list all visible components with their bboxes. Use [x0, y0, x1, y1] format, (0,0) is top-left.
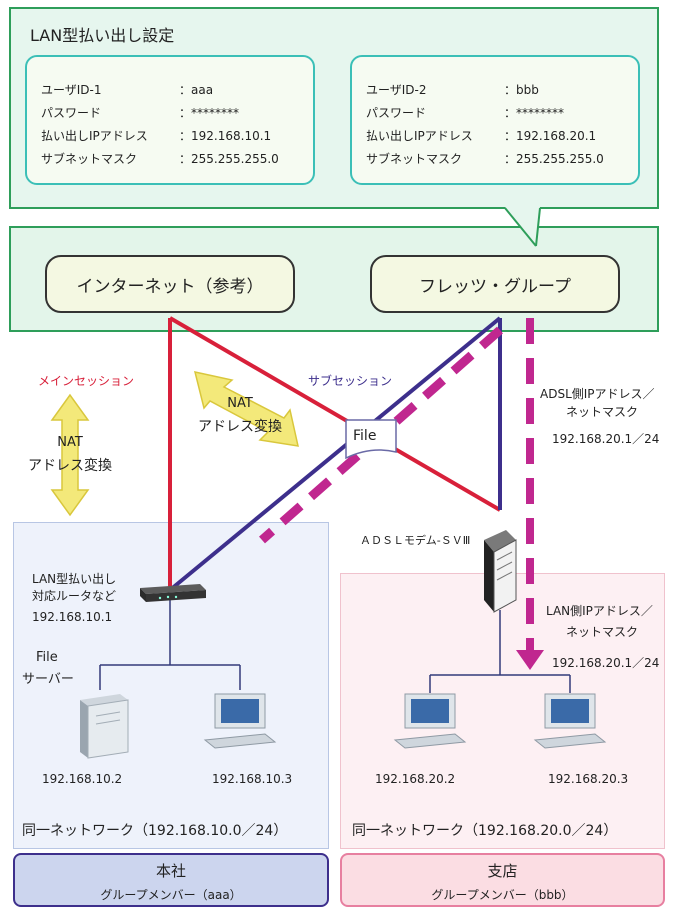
lan-side-ip: 192.168.20.1／24 [552, 656, 660, 670]
pc1-ip: 192.168.10.2 [42, 772, 123, 786]
main-session-label: メインセッション [38, 374, 135, 388]
user1-pw-label: パスワード [41, 106, 102, 120]
user1-id-label: ユーザID-1 [41, 83, 102, 97]
shiten-network-label: 同一ネットワーク（192.168.20.0／24） [352, 823, 618, 839]
honsha-subtitle: グループメンバー（aaa） [100, 888, 242, 902]
file-server-icon [80, 694, 129, 759]
adsl-modem-label: ＡＤＳＬモデム-ＳＶⅢ [360, 534, 471, 547]
internet-node: インターネット（参考） [45, 255, 295, 313]
user1-id-value: ：aaa [179, 83, 214, 97]
user1-pw-value: ：******** [179, 106, 240, 120]
file-server-line2: サーバー [22, 672, 74, 687]
honsha-group-box: 本社 グループメンバー（aaa） [13, 853, 329, 907]
user2-mask-value: ：255.255.255.0 [504, 152, 604, 166]
file-document-icon [345, 419, 397, 460]
shiten-network-area [340, 573, 665, 849]
callout-tail [505, 207, 540, 246]
router-line2: 対応ルータなど [32, 589, 117, 603]
callout-tail-edge-right [535, 207, 541, 247]
pc2-ip: 192.168.10.3 [212, 772, 293, 786]
user2-mask-label: サブネットマスク [366, 152, 463, 166]
sub-session-diagonal-line [168, 316, 502, 592]
nat-diagonal-line2: アドレス変換 [198, 419, 282, 435]
pc3-ip: 192.168.20.2 [375, 772, 456, 786]
nat-left-line2: アドレス変換 [28, 458, 112, 474]
callout-tail-edge-left [504, 207, 537, 247]
pc-icon-4 [533, 693, 607, 749]
user1-ip-value: ：192.168.10.1 [179, 129, 272, 143]
pc-icon-2 [203, 693, 277, 749]
honsha-title: 本社 [155, 862, 186, 880]
user1-ip-label: 払い出しIPアドレス [41, 129, 148, 143]
main-session-diagonal-line [168, 316, 502, 512]
settings-title: LAN型払い出し設定 [30, 26, 175, 45]
user2-ip-value: ：192.168.20.1 [504, 129, 597, 143]
user1-mask-label: サブネットマスク [41, 152, 138, 166]
internet-label: インターネット（参考） [76, 276, 264, 297]
user1-mask-value: ：255.255.255.0 [179, 152, 279, 166]
router-icon [140, 584, 206, 602]
shiten-title: 支店 [487, 862, 518, 880]
file-document-label: File [353, 428, 377, 444]
adsl-side-ip: 192.168.20.1／24 [552, 432, 660, 446]
adsl-side-line2: ネットマスク [566, 405, 639, 419]
user2-settings-box: ユーザID-2 ：bbb パスワード ：******** 払い出しIPアドレス … [350, 55, 640, 185]
router-ip: 192.168.10.1 [32, 610, 113, 624]
file-server-line1: File [36, 650, 58, 665]
nat-left-line1: NAT [57, 435, 83, 450]
honsha-network-label: 同一ネットワーク（192.168.10.0／24） [22, 823, 288, 839]
lan-side-line1: LAN側IPアドレス／ [546, 604, 653, 618]
user2-pw-value: ：******** [504, 106, 565, 120]
user1-settings-box: ユーザID-1 ：aaa パスワード ：******** 払い出しIPアドレス … [25, 55, 315, 185]
flets-arrowhead [516, 650, 544, 670]
shiten-subtitle: グループメンバー（bbb） [431, 888, 574, 902]
user2-ip-label: 払い出しIPアドレス [366, 129, 473, 143]
user2-pw-label: パスワード [366, 106, 427, 120]
flets-group-node: フレッツ・グループ [370, 255, 620, 313]
nat-diagonal-line1: NAT [227, 396, 253, 411]
adsl-side-line1: ADSL側IPアドレス／ [540, 387, 655, 401]
nat-arrow-vertical [50, 393, 90, 517]
user2-id-label: ユーザID-2 [366, 83, 427, 97]
user2-id-value: ：bbb [504, 83, 539, 97]
sub-session-label: サブセッション [308, 374, 393, 388]
adsl-modem-icon [484, 530, 517, 613]
pc4-ip: 192.168.20.3 [548, 772, 629, 786]
pc-icon-3 [393, 693, 467, 749]
lan-side-line2: ネットマスク [566, 625, 639, 639]
flets-group-label: フレッツ・グループ [419, 276, 571, 297]
router-line1: LAN型払い出し [32, 572, 117, 586]
shiten-group-box: 支店 グループメンバー（bbb） [340, 853, 665, 907]
nat-arrow-diagonal [193, 371, 299, 447]
